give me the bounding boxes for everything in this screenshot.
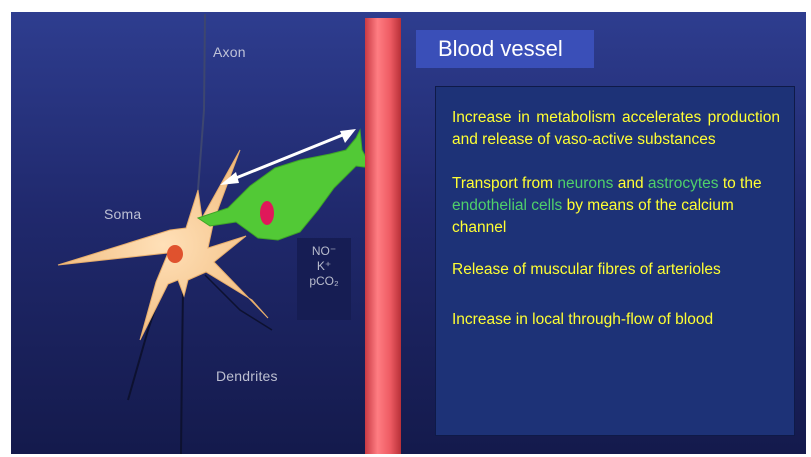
no-label: NO⁻: [297, 244, 351, 259]
dendrite-fiber-right: [205, 275, 272, 330]
neuron-nucleus: [167, 245, 183, 263]
panel-item-blood-flow: Increase in local through-flow of blood: [452, 309, 780, 331]
dendrites-label: Dendrites: [216, 368, 278, 384]
vasoactive-molecules-box: NO⁻ K⁺ pCO₂: [297, 238, 351, 320]
axon-label: Axon: [213, 44, 246, 60]
panel-item-release: Release of muscular fibres of arterioles: [452, 259, 780, 281]
info-panel: Increase in metabolism accelerates produ…: [435, 86, 795, 436]
transport-text-3: to the: [719, 175, 762, 192]
transport-text-1: Transport from: [452, 175, 557, 192]
pco2-label: pCO₂: [297, 274, 351, 289]
dendrite-fiber-center: [181, 290, 183, 454]
astrocyte-nucleus: [260, 201, 274, 225]
transport-text-2: and: [613, 175, 647, 192]
endothelial-highlight: endothelial cells: [452, 197, 562, 214]
soma-label: Soma: [104, 206, 141, 222]
neurons-highlight: neurons: [557, 175, 613, 192]
astrocytes-highlight: astrocytes: [648, 175, 719, 192]
panel-item-transport: Transport from neurons and astrocytes to…: [452, 173, 780, 239]
axon-fiber: [198, 14, 205, 190]
potassium-label: K⁺: [297, 259, 351, 274]
blood-vessel: [365, 18, 401, 454]
panel-item-metabolism: Increase in metabolism accelerates produ…: [452, 107, 780, 151]
blood-vessel-title: Blood vessel: [416, 30, 594, 68]
